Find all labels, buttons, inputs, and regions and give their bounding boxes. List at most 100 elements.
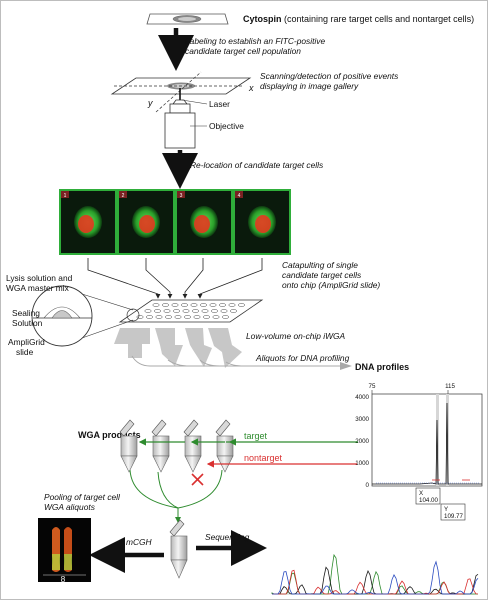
chip-well: [203, 315, 210, 319]
gallery-index: 1: [64, 193, 67, 199]
chip-well: [163, 309, 171, 313]
peak-x-value: 104.00: [419, 497, 438, 504]
chip-well: [220, 309, 228, 313]
gallery-index: 4: [238, 193, 241, 199]
profile-ytick-1000: 1000: [355, 460, 369, 467]
objective-label: Objective: [209, 121, 244, 131]
chip-well: [144, 309, 152, 313]
chip-well: [155, 315, 163, 319]
ampligrid-label-2: slide: [16, 347, 34, 357]
step-catapult-1: Catapulting of single: [282, 260, 358, 270]
step-mcgh: mCGH: [126, 537, 153, 547]
chip-well: [228, 303, 236, 307]
chip-well: [209, 303, 217, 307]
gallery-cell-image: 4: [233, 189, 291, 255]
peak-y-value: 109.77: [444, 513, 463, 520]
chip-well: [219, 303, 226, 307]
chip-well: [181, 303, 188, 307]
microscope-objective: [164, 88, 208, 149]
chip-well: [184, 315, 191, 319]
chip-well: [192, 309, 199, 313]
profile-xtick-75: 75: [369, 383, 376, 390]
gallery-index: 2: [122, 193, 125, 199]
chip-well: [182, 309, 190, 313]
scanning-stage: [110, 71, 252, 113]
gallery-index: 3: [180, 193, 183, 199]
lysis-label-2: WGA master mix: [6, 283, 70, 293]
step-pooling-2: WGA aliquots: [44, 502, 96, 512]
step-scanning-1: Scanning/detection of positive events: [260, 71, 399, 81]
chromatogram-trace: [272, 566, 479, 595]
profile-ytick-2000: 2000: [355, 438, 369, 445]
chip-well: [211, 309, 218, 313]
axis-x-label: x: [248, 83, 254, 93]
step-labeling-1: Labeling to establish an FITC-positive: [185, 36, 325, 46]
chip-well: [230, 309, 237, 313]
ampligrid-label-1: AmpliGrid: [8, 337, 45, 347]
target-label: target: [244, 431, 268, 441]
iwga-arrows: [114, 328, 242, 368]
chip-well: [162, 303, 169, 307]
step-catapult-3: onto chip (AmpliGrid slide): [282, 280, 380, 290]
sealing-label-1: Sealing: [12, 308, 40, 318]
chip-well: [173, 309, 180, 313]
chromosome-label: 8: [61, 574, 66, 584]
chromosome-image: [38, 518, 91, 582]
wga-tube: [151, 419, 170, 473]
chip-well: [154, 309, 161, 313]
peak-x-label: X: [419, 490, 423, 497]
peak-y-label: Y: [444, 506, 448, 513]
chip-well: [165, 315, 172, 319]
gallery-cell-image: 1: [59, 189, 117, 255]
chromatogram-trace: [272, 560, 479, 595]
step-sequencing: Sequencing: [205, 532, 250, 542]
chip-well: [193, 315, 201, 319]
step-iwga: Low-volume on-chip iWGA: [246, 331, 346, 341]
cytospin-title: Cytospin (containing rare target cells a…: [243, 14, 474, 24]
pooling-lines: [129, 469, 223, 523]
lysis-label-1: Lysis solution and: [6, 273, 73, 283]
chip-well: [171, 303, 179, 307]
catapult-arrows: [87, 258, 263, 299]
step-catapult-2: candidate target cells: [282, 270, 362, 280]
chip-well: [152, 303, 160, 307]
wga-tube: [183, 419, 202, 473]
reject-x-icon: [191, 473, 204, 486]
chip-well: [212, 315, 220, 319]
gallery-cell-image: 3: [175, 189, 233, 255]
pooled-tube: [169, 519, 188, 579]
ampligrid-chip: [118, 299, 264, 323]
aliquot-lines: [131, 355, 352, 370]
sealing-label-2: Solution: [12, 318, 43, 328]
chip-well: [201, 309, 209, 313]
chip-well: [146, 315, 153, 319]
step-labeling-2: candidate target cell population: [185, 46, 301, 56]
chip-well: [200, 303, 207, 307]
zoom-circle: [31, 285, 140, 347]
dna-profile-plot: [371, 390, 483, 521]
profile-ytick-0: 0: [366, 482, 370, 489]
chip-well: [174, 315, 182, 319]
gallery-cell-image: 2: [117, 189, 175, 255]
image-gallery: 1 2 3 4: [59, 189, 291, 255]
laser-label: Laser: [209, 99, 230, 109]
sequencing-chromatogram: [271, 553, 479, 595]
chip-well: [238, 303, 245, 307]
dna-profiles-label: DNA profiles: [355, 362, 409, 372]
wga-tube: [119, 419, 138, 473]
chip-well: [222, 315, 229, 319]
axis-y-label: y: [147, 98, 153, 108]
nontarget-label: nontarget: [244, 453, 283, 463]
profile-ytick-4000: 4000: [355, 394, 369, 401]
profile-xtick-115: 115: [445, 383, 455, 390]
wga-products-label: WGA products: [78, 430, 141, 440]
step-relocation: Re-location of candidate target cells: [190, 160, 324, 170]
cytospin-slide: [146, 13, 229, 25]
step-pooling-1: Pooling of target cell: [44, 492, 121, 502]
step-scanning-2: displaying in image gallery: [260, 81, 359, 91]
step-aliquots: Aliquots for DNA profiling: [255, 353, 350, 363]
profile-ytick-3000: 3000: [355, 416, 369, 423]
chip-well: [190, 303, 198, 307]
